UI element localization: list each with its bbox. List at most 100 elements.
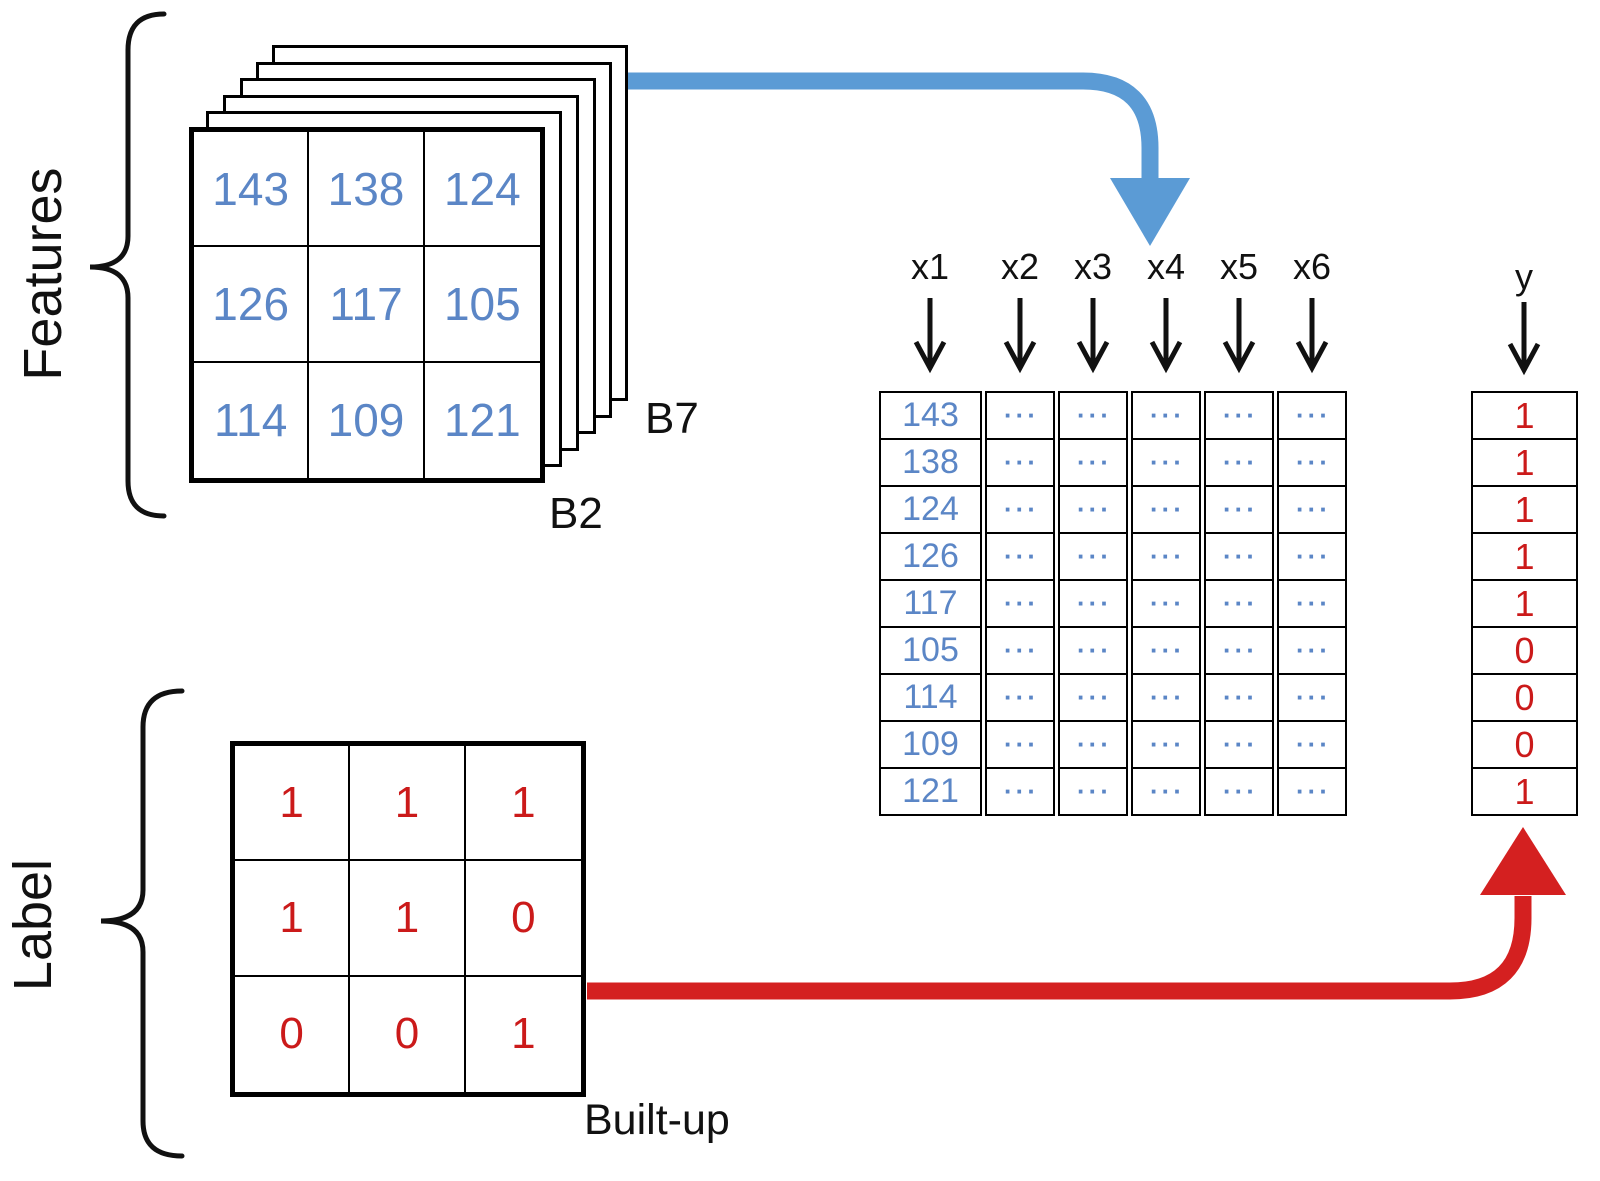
matrix-cell: ··· [1077, 776, 1112, 806]
matrix-cell: ··· [1133, 581, 1199, 628]
matrix-header-x2: x2 [1000, 246, 1040, 287]
matrix-header-x4: x4 [1146, 246, 1186, 287]
label-cell: 0 [350, 976, 466, 1092]
matrix-cell: ··· [1296, 776, 1331, 806]
matrix-cell: ··· [1150, 776, 1185, 806]
matrix-column-x5: ··· ··· ··· ··· ··· ··· ··· ··· ··· [1204, 391, 1274, 816]
matrix-cell: ··· [987, 393, 1053, 440]
label-cell: 1 [235, 746, 351, 862]
matrix-cell: ··· [987, 487, 1053, 534]
matrix-header-x3: x3 [1073, 246, 1113, 287]
target-cell: 1 [1473, 581, 1576, 628]
label-cell: 1 [350, 746, 466, 862]
target-cell: 1 [1473, 440, 1576, 487]
x6-arrow [1295, 298, 1329, 374]
matrix-cell: ··· [1279, 722, 1345, 769]
feature-cell: 138 [309, 132, 425, 248]
target-header-y: y [1515, 256, 1533, 297]
band-b7-label: B7 [645, 394, 699, 443]
builtup-label: Built-up [584, 1096, 730, 1144]
features-grid: 143 138 124 126 117 105 114 109 121 [189, 127, 545, 483]
label-cell: 1 [511, 1009, 536, 1059]
matrix-cell: 105 [881, 628, 980, 675]
x2-arrow [1003, 298, 1037, 374]
matrix-column-x3: ··· ··· ··· ··· ··· ··· ··· ··· ··· [1058, 391, 1128, 816]
matrix-cell: ··· [1060, 722, 1126, 769]
matrix-cell: 121 [902, 772, 959, 810]
matrix-cell: ··· [1279, 440, 1345, 487]
feature-cell: 143 [194, 132, 310, 248]
label-title: Label [3, 858, 63, 992]
red-flatten-arrow [587, 827, 1566, 1000]
label-cell: 1 [465, 746, 581, 862]
matrix-cell: 117 [881, 581, 980, 628]
x1-arrow [913, 298, 947, 374]
x5-arrow [1222, 298, 1256, 374]
matrix-cell: ··· [1279, 534, 1345, 581]
matrix-cell: 124 [881, 487, 980, 534]
matrix-cell: ··· [1133, 722, 1199, 769]
feature-cell: 105 [424, 247, 540, 363]
matrix-cell: ··· [1279, 487, 1345, 534]
matrix-cell: ··· [1133, 675, 1199, 722]
matrix-cell: ··· [1206, 440, 1272, 487]
matrix-cell: ··· [1133, 393, 1199, 440]
target-cell: 1 [1473, 534, 1576, 581]
label-cell: 0 [235, 976, 351, 1092]
matrix-cell: ··· [1206, 487, 1272, 534]
matrix-cell: ··· [987, 722, 1053, 769]
features-title: Features [13, 167, 73, 381]
matrix-cell: ··· [1060, 440, 1126, 487]
matrix-cell: 126 [881, 534, 980, 581]
matrix-cell: ··· [1060, 581, 1126, 628]
matrix-cell: ··· [1060, 534, 1126, 581]
feature-cell: 121 [443, 394, 521, 447]
matrix-column-x1: 143 138 124 126 117 105 114 109 121 [879, 391, 982, 816]
matrix-cell: ··· [1060, 487, 1126, 534]
matrix-column-x4: ··· ··· ··· ··· ··· ··· ··· ··· ··· [1131, 391, 1201, 816]
matrix-header-x5: x5 [1219, 246, 1259, 287]
matrix-cell: ··· [1004, 776, 1039, 806]
matrix-column-x6: ··· ··· ··· ··· ··· ··· ··· ··· ··· [1277, 391, 1347, 816]
matrix-cell: ··· [1279, 628, 1345, 675]
blue-flatten-arrow [626, 72, 1190, 246]
column-arrows [913, 298, 1541, 376]
matrix-cell: ··· [1060, 675, 1126, 722]
matrix-cell: ··· [1133, 534, 1199, 581]
matrix-cell: ··· [1060, 393, 1126, 440]
feature-cell: 117 [309, 247, 425, 363]
y-arrow [1507, 302, 1541, 376]
matrix-cell: 143 [881, 393, 980, 440]
feature-cell: 126 [194, 247, 310, 363]
matrix-cell: ··· [987, 675, 1053, 722]
matrix-cell: ··· [1206, 534, 1272, 581]
matrix-header-x6: x6 [1292, 246, 1332, 287]
matrix-cell: ··· [1279, 581, 1345, 628]
matrix-cell: ··· [1133, 440, 1199, 487]
label-brace [100, 688, 185, 1159]
matrix-cell: ··· [1206, 722, 1272, 769]
band-b2-label: B2 [549, 489, 603, 538]
matrix-cell: 138 [881, 440, 980, 487]
label-cell: 1 [350, 861, 466, 977]
matrix-column-x2: ··· ··· ··· ··· ··· ··· ··· ··· ··· [985, 391, 1055, 816]
target-cell: 0 [1473, 675, 1576, 722]
matrix-cell: ··· [1133, 487, 1199, 534]
target-cell: 1 [1473, 393, 1576, 440]
feature-cell: 124 [424, 132, 540, 248]
features-brace [89, 11, 167, 519]
target-cell: 0 [1473, 722, 1576, 769]
target-cell: 0 [1473, 628, 1576, 675]
matrix-cell: ··· [1206, 675, 1272, 722]
matrix-cell: ··· [1206, 581, 1272, 628]
matrix-cell: ··· [987, 440, 1053, 487]
matrix-cell: ··· [1206, 628, 1272, 675]
feature-matrix: 143 138 124 126 117 105 114 109 121 ··· … [879, 391, 1347, 816]
x4-arrow [1149, 298, 1183, 374]
target-vector: 1 1 1 1 1 0 0 0 1 [1471, 391, 1578, 816]
matrix-cell: ··· [1223, 776, 1258, 806]
target-cell: 1 [1473, 487, 1576, 534]
feature-cell: 109 [309, 362, 425, 478]
matrix-header-x1: x1 [910, 246, 950, 287]
